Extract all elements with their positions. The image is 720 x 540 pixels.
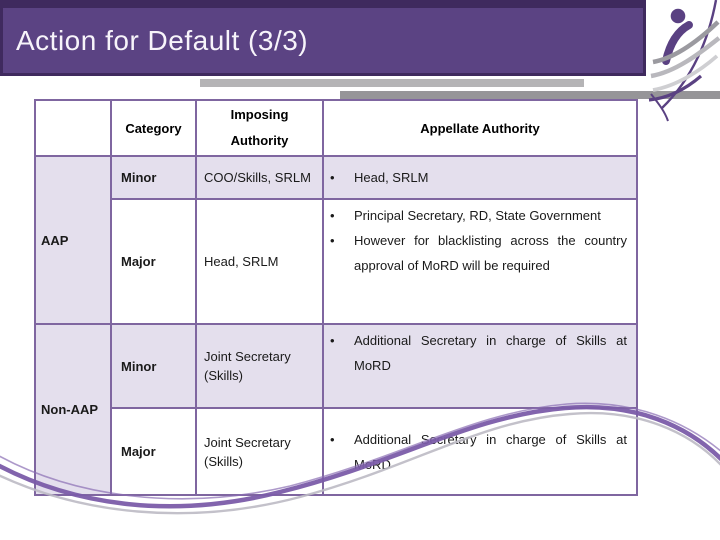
bullet-icon: • — [330, 233, 335, 248]
header-appellate-authority: Appellate Authority — [324, 101, 636, 157]
slide-title: Action for Default (3/3) — [16, 24, 309, 56]
header-imposing-authority: Imposing Authority — [197, 101, 324, 157]
header-category: Category — [112, 101, 197, 157]
title-banner-inner: Action for Default (3/3) — [3, 8, 643, 73]
row1-imposing: COO/Skills, SRLM — [197, 157, 324, 200]
row2-category: Major — [112, 200, 197, 325]
bullet-icon: • — [330, 431, 335, 447]
divider-bar-light — [200, 79, 584, 87]
bullet-icon: • — [330, 170, 335, 185]
row4-category: Major — [112, 409, 197, 494]
row3-category: Minor — [112, 325, 197, 409]
group-label-non-aap: Non-AAP — [36, 325, 112, 494]
org-logo-figure-icon — [648, 0, 720, 122]
row2-imposing: Head, SRLM — [197, 200, 324, 325]
bullet-icon: • — [330, 208, 335, 223]
list-item: • Additional Secretary in charge of Skil… — [324, 427, 636, 477]
title-banner: Action for Default (3/3) — [0, 0, 646, 76]
authority-table: Category Imposing Authority Appellate Au… — [34, 99, 638, 496]
list-item: • Principal Secretary, RD, State Governm… — [324, 203, 636, 228]
row4-imposing: Joint Secretary (Skills) — [197, 409, 324, 494]
divider-bar-dark — [340, 91, 720, 99]
bullet-icon: • — [330, 333, 335, 348]
row4-appellate: • Additional Secretary in charge of Skil… — [324, 409, 636, 494]
group-label-aap: AAP — [36, 157, 112, 325]
list-item: • Additional Secretary in charge of Skil… — [324, 328, 636, 378]
row2-appellate: • Principal Secretary, RD, State Governm… — [324, 200, 636, 325]
list-item: • Head, SRLM — [324, 165, 636, 190]
list-item: • However for blacklisting across the co… — [324, 228, 636, 278]
header-blank-cell — [36, 101, 112, 157]
row3-imposing: Joint Secretary (Skills) — [197, 325, 324, 409]
row1-category: Minor — [112, 157, 197, 200]
row1-appellate: • Head, SRLM — [324, 157, 636, 200]
row3-appellate: • Additional Secretary in charge of Skil… — [324, 325, 636, 409]
